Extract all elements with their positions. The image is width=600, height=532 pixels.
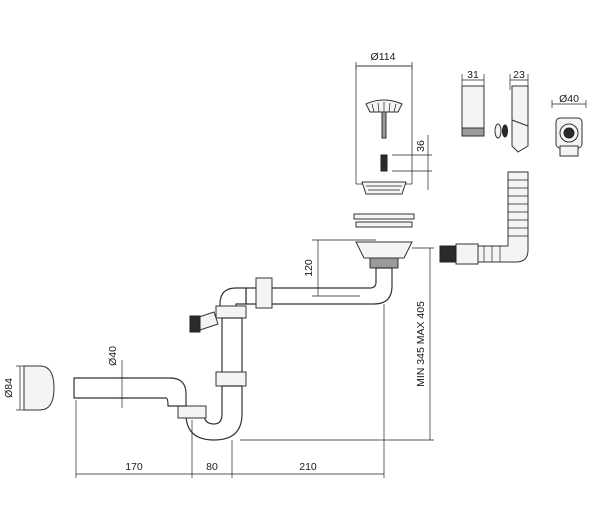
height-range-label: MIN 345 MAX 405: [415, 301, 427, 387]
length-a-label: 170: [125, 461, 143, 473]
sink-outlet: [355, 241, 413, 259]
drain-cap-diameter-label: Ø84: [3, 378, 15, 398]
strainer-height-label: 36: [415, 140, 427, 152]
flexible-hose: [439, 171, 529, 265]
length-dims: 170 80 210: [75, 304, 385, 478]
drain-cap: Ø84: [3, 365, 55, 411]
connector-diameter-label: Ø40: [559, 93, 579, 105]
pipe-diameter-dim: Ø40: [107, 346, 126, 408]
lower-nut: [215, 371, 247, 387]
tee-nut: [215, 305, 247, 319]
siphon-assembly: [73, 241, 413, 441]
pipe-diameter-label: Ø40: [107, 346, 119, 366]
length-b-label: 80: [206, 461, 218, 473]
gaskets: [353, 213, 415, 228]
strainer-plug: [380, 154, 388, 172]
length-c-label: 210: [299, 461, 317, 473]
trap-nut: [177, 405, 207, 419]
hose-nut: [439, 245, 457, 263]
inlet-height-dim: 120: [303, 239, 376, 297]
upper-nut: [255, 277, 273, 309]
strainer-diameter-label: Ø114: [371, 51, 396, 63]
vertical-pipe: [221, 317, 243, 375]
inlet-height-label: 120: [303, 259, 315, 277]
strainer-basket-body: [361, 181, 407, 195]
height-range-dim: MIN 345 MAX 405: [240, 247, 434, 441]
connector-end-view: Ø40: [551, 93, 587, 157]
overflow-parts: 31 23: [461, 69, 529, 153]
overflow-depth-label: 23: [513, 69, 525, 81]
outlet-pipe: [73, 377, 187, 407]
overflow-width-label: 31: [467, 69, 479, 81]
strainer-stem: [381, 111, 387, 139]
strainer-basket: Ø114 36: [355, 51, 432, 195]
